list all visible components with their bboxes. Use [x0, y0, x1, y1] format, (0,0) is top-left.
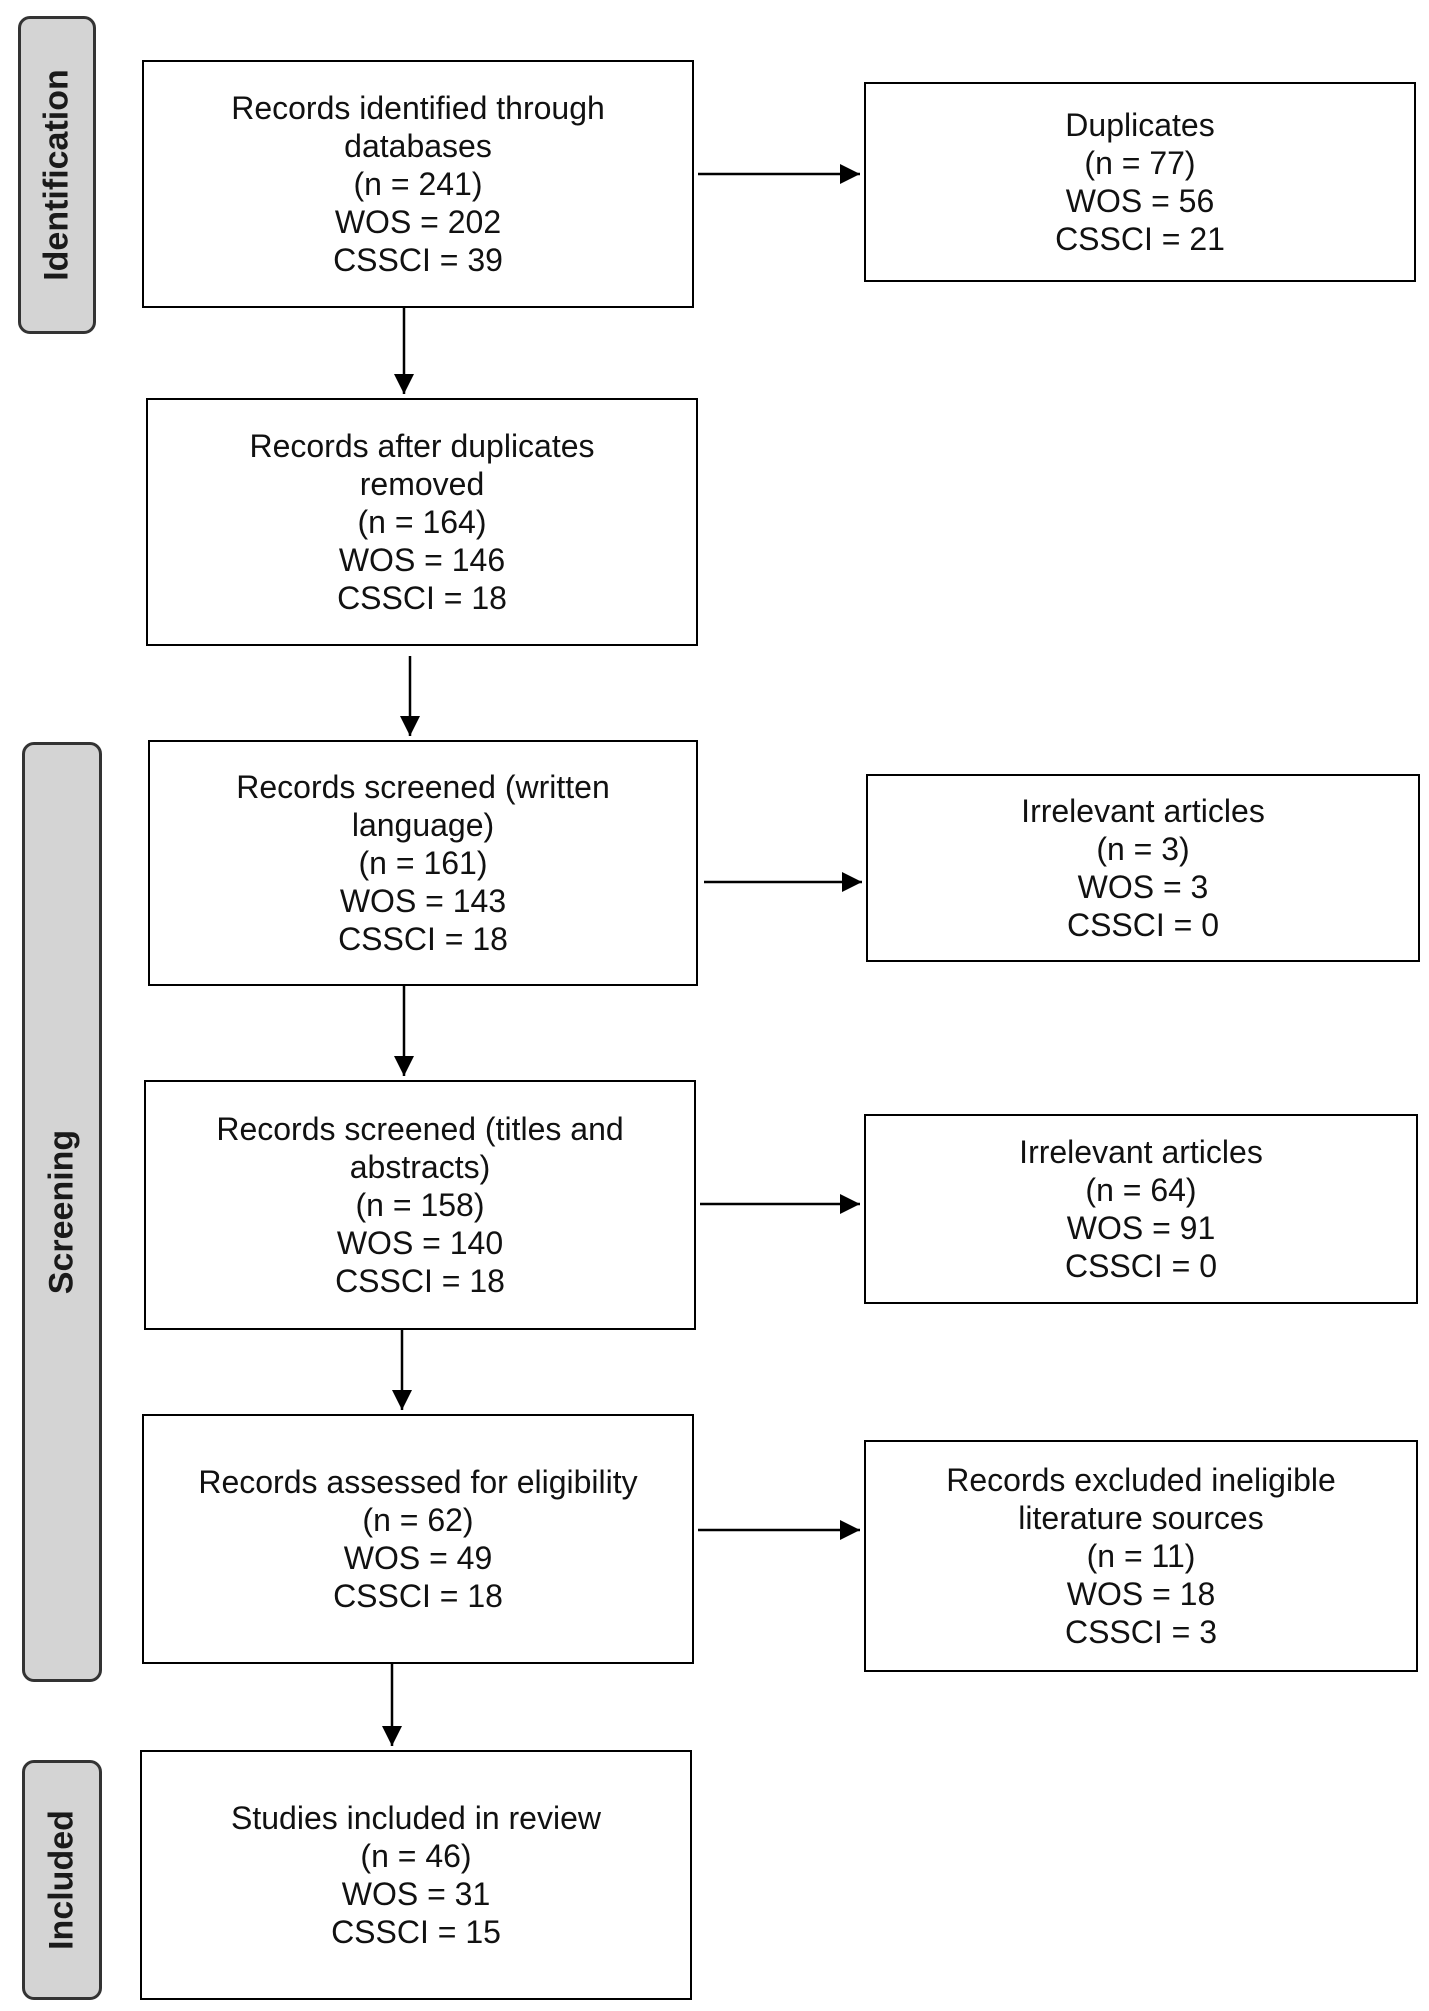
box-line: CSSCI = 18 [337, 580, 507, 616]
box-line: (n = 11) [1086, 1538, 1196, 1574]
box-line: databases [344, 128, 492, 164]
box-line: WOS = 31 [341, 1876, 491, 1912]
box-records-identified: Records identified through databases (n … [142, 60, 694, 308]
box-line: WOS = 18 [1066, 1576, 1216, 1612]
box-line: (n = 77) [1084, 145, 1196, 181]
box-line: Records after duplicates [249, 428, 595, 464]
box-records-eligibility: Records assessed for eligibility (n = 62… [142, 1414, 694, 1664]
box-irrelevant-articles-2: Irrelevant articles (n = 64) WOS = 91 CS… [864, 1114, 1418, 1304]
box-line: (n = 241) [353, 166, 483, 202]
box-line: CSSCI = 0 [1066, 907, 1220, 943]
box-line: WOS = 140 [336, 1225, 504, 1261]
box-line: CSSCI = 18 [338, 921, 508, 957]
box-line: WOS = 56 [1065, 183, 1215, 219]
box-line: Irrelevant articles [1021, 793, 1265, 829]
box-line: WOS = 146 [338, 542, 506, 578]
box-line: WOS = 143 [339, 883, 507, 919]
box-line: (n = 3) [1096, 831, 1190, 867]
box-line: WOS = 91 [1066, 1210, 1216, 1246]
box-line: (n = 158) [355, 1187, 485, 1223]
box-line: Records screened (titles and [216, 1111, 624, 1147]
box-line: Records screened (written [236, 769, 610, 805]
box-irrelevant-articles-1: Irrelevant articles (n = 3) WOS = 3 CSSC… [866, 774, 1420, 962]
box-line: CSSCI = 18 [333, 1578, 503, 1614]
box-line: Records assessed for eligibility [198, 1464, 638, 1500]
box-line: language) [351, 807, 495, 843]
box-records-excluded: Records excluded ineligible literature s… [864, 1440, 1418, 1672]
box-line: Records excluded ineligible [946, 1462, 1336, 1498]
box-line: (n = 62) [362, 1502, 474, 1538]
phase-included: Included [22, 1760, 102, 2000]
box-records-screened-language: Records screened (written language) (n =… [148, 740, 698, 986]
box-line: WOS = 49 [343, 1540, 493, 1576]
box-line: CSSCI = 21 [1055, 221, 1225, 257]
box-line: Records identified through [231, 90, 605, 126]
box-line: Irrelevant articles [1019, 1134, 1263, 1170]
box-line: (n = 164) [357, 504, 487, 540]
box-studies-included: Studies included in review (n = 46) WOS … [140, 1750, 692, 2000]
box-line: CSSCI = 15 [331, 1914, 501, 1950]
box-line: CSSCI = 18 [335, 1263, 505, 1299]
phase-identification: Identification [18, 16, 96, 334]
box-line: CSSCI = 3 [1064, 1614, 1218, 1650]
box-line: CSSCI = 0 [1064, 1248, 1218, 1284]
box-duplicates: Duplicates (n = 77) WOS = 56 CSSCI = 21 [864, 82, 1416, 282]
box-line: (n = 161) [358, 845, 488, 881]
box-line: abstracts) [349, 1149, 491, 1185]
box-line: (n = 64) [1085, 1172, 1197, 1208]
box-line: WOS = 3 [1077, 869, 1209, 905]
box-line: Duplicates [1065, 107, 1215, 143]
box-line: WOS = 202 [334, 204, 502, 240]
box-records-after-duplicates: Records after duplicates removed (n = 16… [146, 398, 698, 646]
box-line: Studies included in review [231, 1800, 601, 1836]
box-line: removed [359, 466, 485, 502]
box-line: (n = 46) [360, 1838, 472, 1874]
phase-screening: Screening [22, 742, 102, 1682]
box-records-screened-titles: Records screened (titles and abstracts) … [144, 1080, 696, 1330]
box-line: literature sources [1018, 1500, 1264, 1536]
box-line: CSSCI = 39 [333, 242, 503, 278]
